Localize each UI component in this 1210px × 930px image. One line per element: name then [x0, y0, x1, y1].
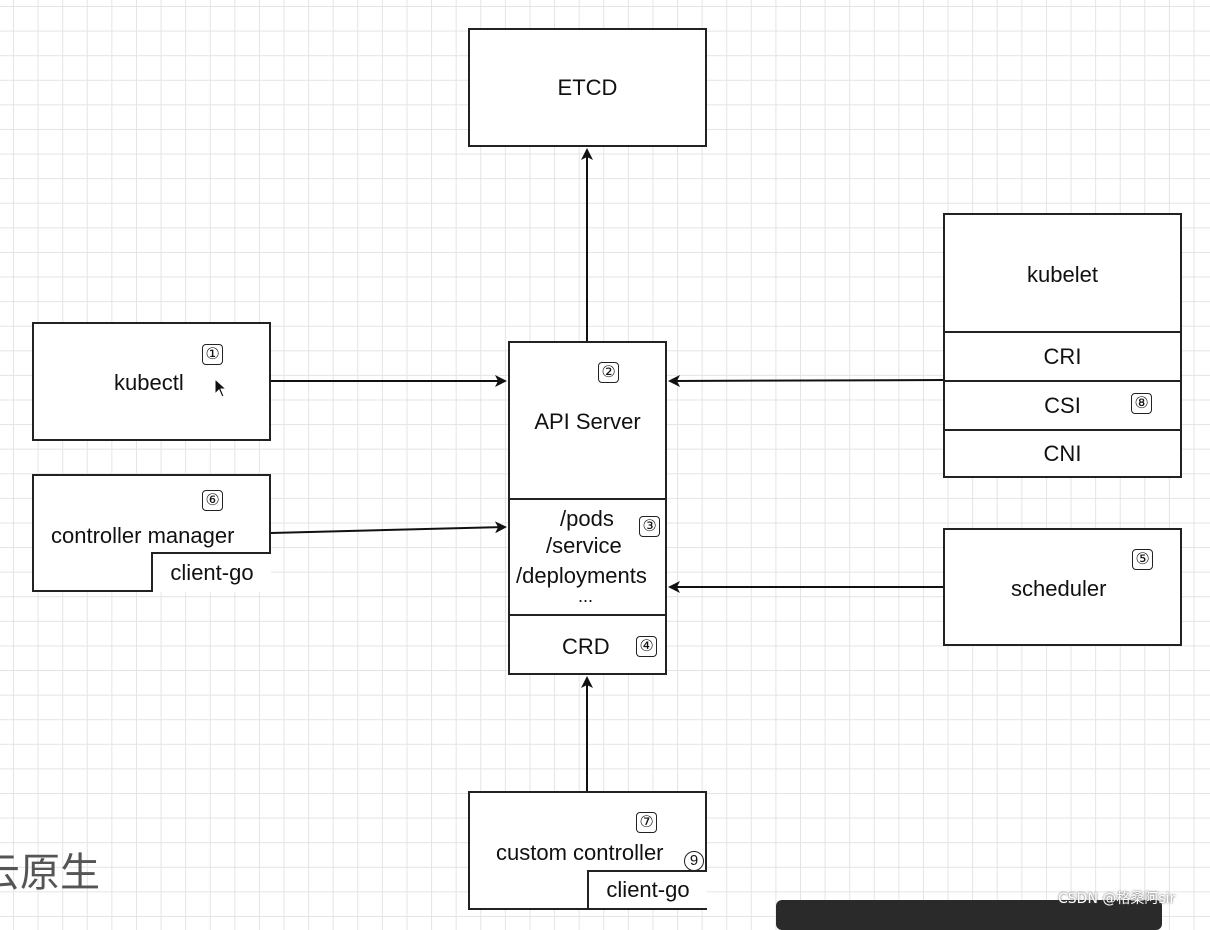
resource-more: ... [578, 586, 594, 606]
custom-controller-label: custom controller [496, 840, 664, 865]
kubelet-cri: CRI [945, 331, 1180, 380]
kubelet-node: kubelet CRI CSI CNI ⑧ [943, 213, 1182, 478]
etcd-label: ETCD [557, 75, 618, 100]
crd-badge: ④ [636, 636, 657, 657]
kubectl-node: kubectl ① [32, 322, 271, 441]
api-server-badge: ② [598, 362, 619, 383]
watermark-text: CSDN @格桑阿sir [1058, 891, 1176, 907]
api-server-node: ② API Server /pods /service /deployments… [508, 341, 667, 675]
background-text: 云原生 [0, 850, 100, 896]
resource-service: /service [546, 533, 622, 558]
edge-controller-manager-to-api [270, 521, 507, 534]
custom-controller-node: custom controller ⑦ 9 client-go [468, 791, 707, 910]
kubelet-cni: CNI [945, 429, 1180, 476]
controller-manager-client-go: client-go [151, 552, 271, 592]
scheduler-node: scheduler ⑤ [943, 528, 1182, 646]
resource-pods: /pods [560, 506, 614, 531]
controller-manager-label: controller manager [51, 523, 235, 548]
scheduler-badge: ⑤ [1132, 549, 1153, 570]
edge-kubelet-to-api [668, 374, 945, 387]
custom-controller-badge-9: 9 [684, 851, 704, 871]
api-server-label: API Server [534, 409, 641, 434]
etcd-node: ETCD [468, 28, 707, 147]
custom-controller-badge: ⑦ [636, 812, 657, 833]
resources-badge: ③ [639, 516, 660, 537]
crd-label: CRD [562, 634, 610, 659]
controller-manager-badge: ⑥ [202, 490, 223, 511]
controller-manager-node: controller manager ⑥ client-go [32, 474, 271, 592]
resource-deployments: /deployments [516, 563, 647, 588]
mouse-cursor-icon [214, 377, 228, 398]
custom-controller-client-go: client-go [587, 870, 707, 908]
kubelet-badge: ⑧ [1131, 393, 1152, 414]
kubectl-label: kubectl [114, 370, 184, 395]
kubelet-label: kubelet [1027, 262, 1098, 287]
scheduler-label: scheduler [1011, 576, 1107, 601]
kubectl-badge: ① [202, 344, 223, 365]
api-resources-section: /pods /service /deployments ... ③ [510, 498, 665, 616]
